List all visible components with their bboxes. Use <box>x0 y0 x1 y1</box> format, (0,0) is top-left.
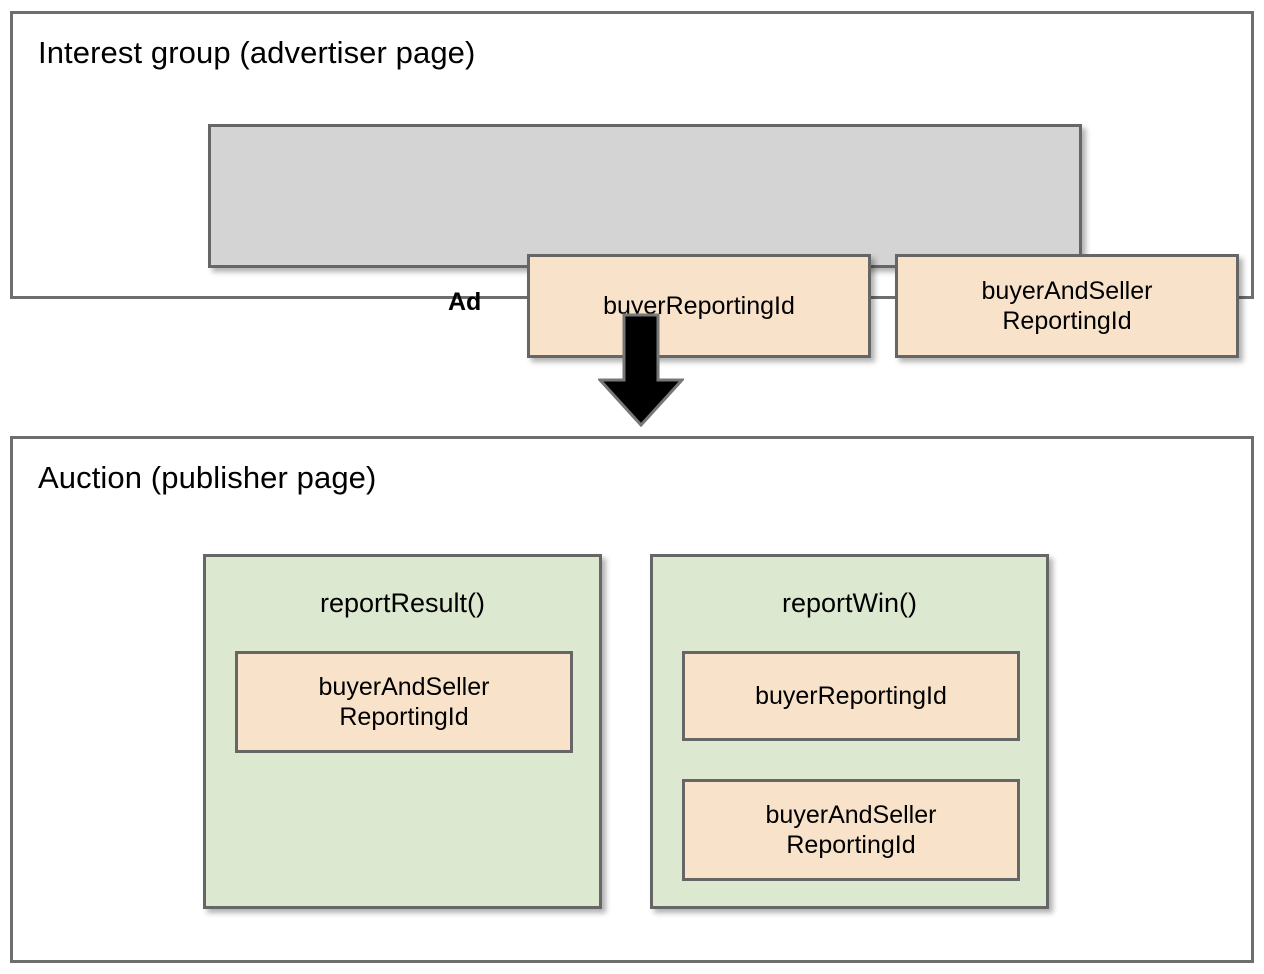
field-buyer-and-seller-reporting-id: buyerAndSeller ReportingId <box>895 254 1239 358</box>
report-result-box: reportResult() buyerAndSeller ReportingI… <box>203 554 602 909</box>
ad-label: Ad <box>448 288 482 316</box>
ad-container: Ad buyerReportingId buyerAndSeller Repor… <box>208 124 1239 358</box>
auction-title: Auction (publisher page) <box>38 460 377 495</box>
field-buyer-reporting-id: buyerReportingId <box>682 651 1020 741</box>
field-label: buyerAndSeller ReportingId <box>981 276 1153 336</box>
field-label: buyerReportingId <box>755 681 947 710</box>
interest-group-panel: Interest group (advertiser page) Ad buye… <box>10 11 1254 358</box>
report-result-label: reportResult() <box>319 588 486 618</box>
field-label: buyerAndSeller ReportingId <box>765 800 937 860</box>
arrow-down-icon <box>598 313 684 428</box>
field-buyer-and-seller-reporting-id: buyerAndSeller ReportingId <box>235 651 573 753</box>
field-label: buyerAndSeller ReportingId <box>318 672 490 732</box>
interest-group-title: Interest group (advertiser page) <box>38 35 476 70</box>
report-win-box: reportWin() buyerReportingId buyerAndSel… <box>650 554 1049 909</box>
report-win-label: reportWin() <box>781 588 917 618</box>
field-buyer-reporting-id: buyerReportingId <box>527 254 871 358</box>
auction-panel: Auction (publisher page) <box>10 436 1254 963</box>
field-buyer-and-seller-reporting-id: buyerAndSeller ReportingId <box>682 779 1020 881</box>
